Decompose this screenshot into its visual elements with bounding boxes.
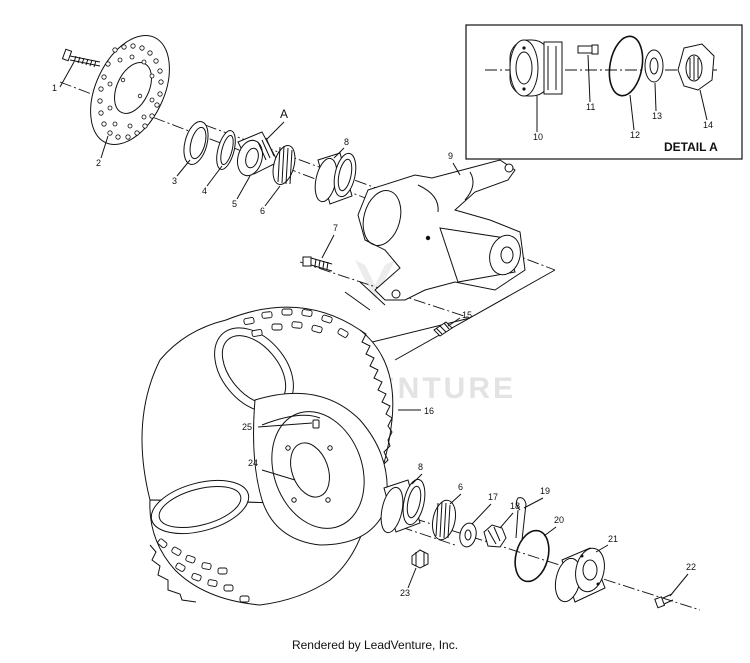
leader-lines	[344, 269, 556, 361]
part-assembly-a	[237, 131, 279, 177]
part-bearing-6	[272, 145, 296, 185]
part-cotter-pin-19	[515, 497, 527, 541]
detail-part-10	[509, 39, 563, 97]
callout-17: 17	[488, 492, 498, 502]
callout-21: 21	[608, 534, 618, 544]
part-race-8-lower	[380, 478, 426, 534]
callout-3: 3	[172, 176, 177, 186]
assembly-a-label: A	[280, 107, 288, 121]
part-screw-22	[654, 593, 674, 609]
callout-8: 8	[344, 137, 349, 147]
part-valve-25	[312, 419, 320, 429]
footer-credit: Rendered by LeadVenture, Inc.	[291, 638, 459, 652]
part-race-8	[314, 152, 357, 205]
part-cap-21	[554, 547, 606, 603]
callouts: 1 2 3 4 5 A 6 7 8 9 15 16 25 24 8 6 17 1…	[52, 61, 696, 598]
callout-24: 24	[248, 458, 258, 468]
detail-part-12	[608, 35, 644, 97]
part-washer-17	[459, 522, 477, 548]
detail-callout-11: 11	[586, 102, 595, 112]
callout-6: 6	[260, 206, 265, 216]
part-nut-18	[483, 524, 507, 548]
callout-25: 25	[242, 422, 252, 432]
detail-part-13	[644, 49, 664, 83]
part-fitting-15	[433, 321, 453, 337]
callout-6-lower: 6	[458, 482, 463, 492]
callout-2: 2	[96, 158, 101, 168]
callout-9: 9	[448, 151, 453, 161]
part-seal-3	[183, 121, 209, 165]
detail-part-11	[577, 44, 599, 55]
callout-7: 7	[333, 223, 338, 233]
callout-23: 23	[400, 588, 410, 598]
detail-callout-13: 13	[652, 111, 662, 121]
callout-1: 1	[52, 83, 57, 93]
callout-19: 19	[540, 486, 550, 496]
callout-20: 20	[554, 515, 564, 525]
part-wheel-rim	[253, 392, 388, 546]
part-bolt-7	[302, 256, 333, 272]
detail-callout-14: 14	[703, 120, 713, 130]
callout-15: 15	[462, 310, 472, 320]
detail-title: DETAIL A	[664, 140, 718, 154]
part-brake-disc	[90, 35, 170, 145]
detail-callout-10: 10	[533, 132, 543, 142]
part-bolt	[61, 48, 101, 68]
callout-5: 5	[232, 199, 237, 209]
callout-18: 18	[510, 501, 520, 511]
part-hub-knuckle	[357, 159, 526, 301]
callout-22: 22	[686, 562, 696, 572]
part-oring-20	[514, 529, 550, 583]
detail-a-inset: 10 11 12 13 14 DETAIL A	[465, 24, 743, 160]
callout-4: 4	[202, 186, 207, 196]
part-nut-23	[411, 549, 429, 569]
detail-callout-12: 12	[630, 130, 640, 140]
part-bearing-6-lower	[431, 499, 457, 541]
part-ring-4	[216, 130, 236, 170]
callout-8-lower: 8	[418, 462, 423, 472]
callout-16: 16	[424, 406, 434, 416]
detail-part-14	[677, 43, 715, 91]
